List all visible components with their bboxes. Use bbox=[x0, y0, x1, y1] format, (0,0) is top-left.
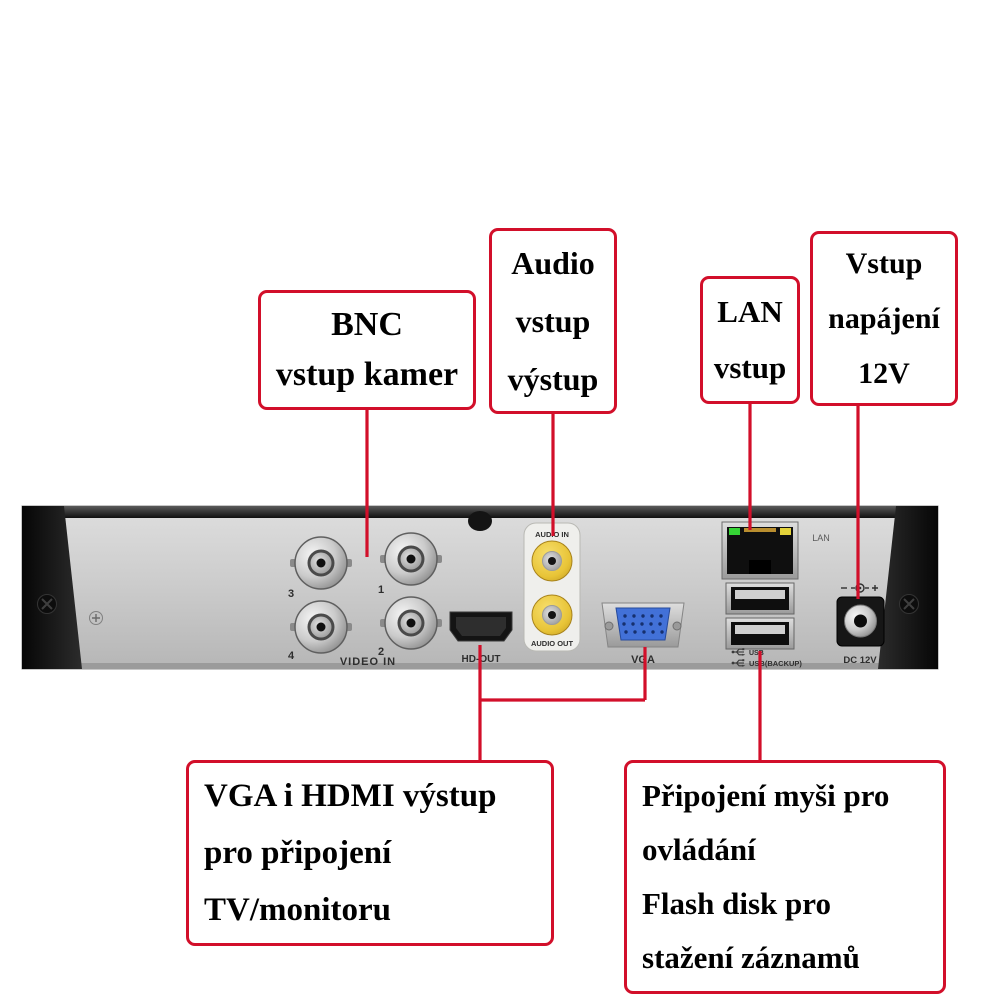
lan-led-right bbox=[780, 528, 791, 535]
callout-line: vstup kamer bbox=[275, 356, 459, 393]
callout-line: napájení bbox=[828, 302, 940, 335]
bnc-number-2: 2 bbox=[378, 646, 384, 658]
top-screw-bump bbox=[468, 511, 492, 531]
bnc-number-1: 1 bbox=[378, 584, 384, 596]
bnc-connector bbox=[290, 536, 352, 590]
dc-power-jack: DC 12V bbox=[836, 583, 885, 666]
usb-port-bottom bbox=[725, 617, 795, 650]
bnc-connector bbox=[380, 532, 442, 586]
callout-lan: LAN vstup bbox=[700, 276, 800, 404]
callout-line: TV/monitoru bbox=[204, 891, 392, 928]
lan-led-left bbox=[729, 528, 740, 535]
callout-line: výstup bbox=[507, 361, 599, 397]
chassis bbox=[21, 505, 939, 670]
callout-connector-lines bbox=[365, 404, 860, 760]
callout-line: Vstup bbox=[845, 247, 923, 280]
dc-12v-label: DC 12V bbox=[843, 655, 877, 666]
vga-pins bbox=[622, 614, 664, 634]
video-in-label: VIDEO IN bbox=[340, 656, 396, 668]
callout-line: Audio bbox=[511, 245, 595, 281]
audio-ports: AUDIO IN AUDIO OUT bbox=[523, 522, 581, 652]
callout-line: Flash disk pro bbox=[642, 886, 831, 921]
callout-line: vstup bbox=[713, 350, 787, 385]
vga-port: VGA bbox=[601, 602, 685, 666]
usb-ports: USB USB(BACKUP) bbox=[725, 582, 802, 668]
rca-audio-in-jack bbox=[531, 540, 573, 582]
bnc-connector bbox=[290, 600, 352, 654]
usb-label: USB bbox=[749, 650, 764, 657]
lan-label: LAN bbox=[812, 533, 830, 543]
line-vga-hdmi bbox=[478, 645, 647, 760]
screw-icon bbox=[899, 594, 919, 614]
callout-line: LAN bbox=[717, 294, 783, 329]
callout-power: Vstup napájení 12V bbox=[810, 231, 958, 406]
bnc-video-in-ports: 3 1 4 2 VIDEO IN bbox=[288, 532, 442, 668]
usb-trident-icon bbox=[731, 648, 746, 656]
audio-out-label: AUDIO OUT bbox=[531, 639, 574, 648]
lan-port: LAN bbox=[721, 521, 830, 580]
callout-line: Připojení myši pro bbox=[642, 778, 890, 813]
rca-audio-out-jack bbox=[531, 594, 573, 636]
callout-line: pro připojení bbox=[204, 834, 392, 871]
callout-line: vstup bbox=[515, 303, 591, 339]
screw-icon bbox=[37, 594, 57, 614]
usb-trident-icon bbox=[731, 659, 746, 667]
left-end-cap bbox=[22, 506, 82, 669]
polarity-icon bbox=[841, 583, 878, 593]
callout-audio: Audio vstup výstup bbox=[489, 228, 617, 414]
callout-line: BNC bbox=[331, 306, 403, 343]
callout-line: VGA i HDMI výstup bbox=[204, 777, 497, 814]
usb-backup-label: USB(BACKUP) bbox=[749, 659, 802, 668]
callout-vga-hdmi: VGA i HDMI výstup pro připojení TV/monit… bbox=[186, 760, 554, 946]
usb-port-top bbox=[725, 582, 795, 615]
callout-line: ovládání bbox=[642, 832, 756, 867]
callout-line: 12V bbox=[858, 357, 910, 390]
screw-icon bbox=[89, 611, 103, 625]
callout-usb: Připojení myši pro ovládání Flash disk p… bbox=[624, 760, 946, 994]
callout-line: stažení záznamů bbox=[642, 940, 860, 975]
bnc-number-3: 3 bbox=[288, 588, 294, 600]
bnc-number-4: 4 bbox=[288, 650, 295, 662]
bnc-connector bbox=[380, 596, 442, 650]
vga-label: VGA bbox=[631, 654, 655, 666]
callout-bnc: BNC vstup kamer bbox=[258, 290, 476, 410]
right-end-cap bbox=[878, 506, 938, 669]
